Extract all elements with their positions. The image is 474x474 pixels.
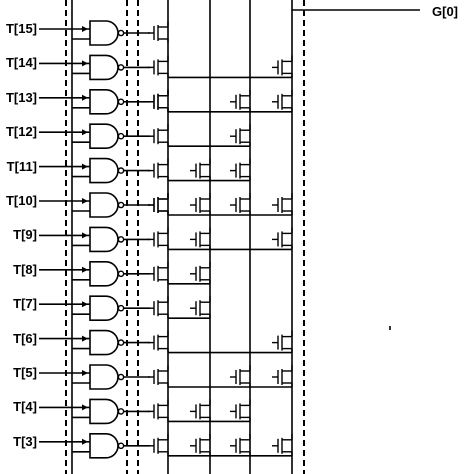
input-label: T[14]: [5, 55, 37, 71]
input-label: T[7]: [13, 296, 37, 312]
input-arrow: [82, 232, 88, 239]
input-label: T[5]: [13, 365, 37, 380]
input-arrow: [82, 438, 88, 445]
and-gate-bubble: [117, 339, 125, 346]
input-arrow: [82, 404, 88, 411]
and-gate: [89, 226, 119, 253]
input-label: T[9]: [13, 227, 37, 243]
and-gate-bubble: [117, 64, 125, 71]
and-gate: [89, 398, 119, 425]
input-label: T[6]: [13, 330, 37, 346]
and-gate-bubble: [117, 98, 125, 106]
and-gate-bubble: [117, 270, 125, 278]
and-gate: [89, 329, 119, 356]
and-gate-bubble: [117, 132, 125, 140]
input-arrow: [82, 60, 88, 67]
input-label: T[11]: [6, 158, 37, 174]
and-gate: [89, 54, 119, 81]
and-gate: [89, 157, 119, 184]
input-label: T[10]: [5, 193, 37, 208]
and-gate-bubble: [117, 201, 125, 209]
and-gate: [89, 192, 119, 218]
input-label: T[8]: [13, 261, 37, 277]
and-gate-bubble: [117, 236, 125, 243]
and-gate-bubble: [117, 408, 125, 415]
input-arrow: [82, 335, 88, 342]
input-arrow: [82, 198, 88, 204]
and-gate: [89, 20, 119, 46]
and-gate: [89, 89, 119, 115]
and-gate: [89, 364, 119, 390]
and-gate: [89, 295, 119, 321]
and-gate-bubble: [117, 167, 125, 174]
input-arrow: [82, 370, 88, 376]
input-arrow: [82, 301, 88, 308]
and-gate: [89, 433, 119, 459]
and-gate: [89, 123, 119, 149]
input-arrow: [82, 163, 88, 170]
input-label: T[13]: [5, 89, 37, 105]
input-arrow: [82, 266, 88, 273]
input-arrow: [82, 129, 88, 136]
and-gate-bubble: [117, 373, 125, 381]
input-label: T[3]: [13, 433, 37, 449]
input-label: T[4]: [13, 399, 37, 415]
and-gate-bubble: [117, 304, 125, 312]
output-label-g0: G[0]: [432, 4, 458, 19]
input-arrow: [82, 94, 88, 101]
input-label: T[12]: [5, 124, 37, 140]
input-arrow: [82, 26, 88, 32]
input-label: T[15]: [5, 21, 37, 36]
and-gate-bubble: [117, 29, 125, 37]
and-gate: [89, 261, 119, 287]
and-gate-bubble: [117, 442, 125, 450]
